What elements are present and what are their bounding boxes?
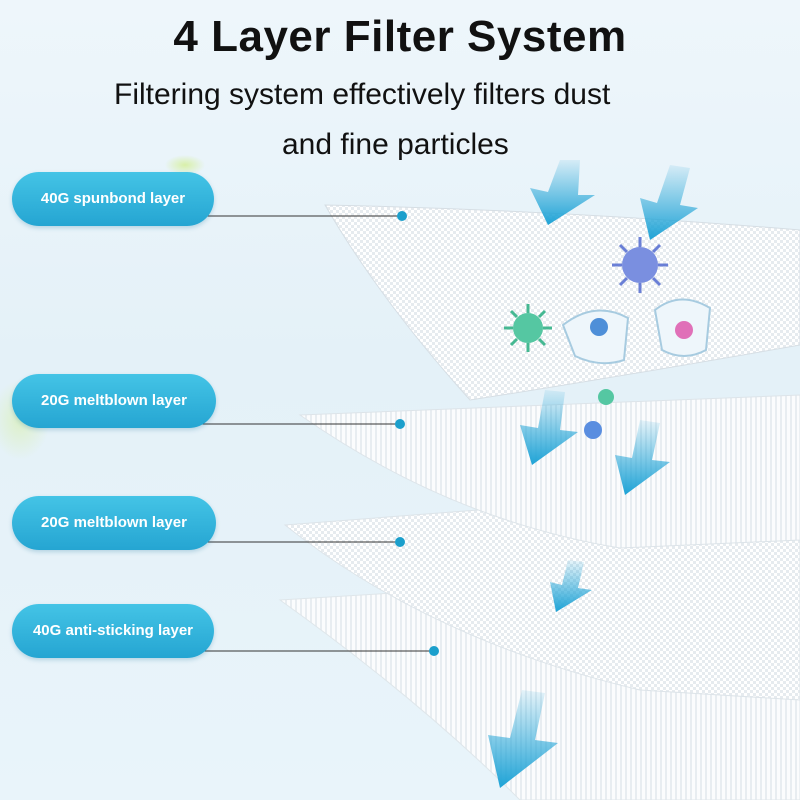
connector-dot <box>395 537 405 547</box>
virus-icon <box>584 421 602 439</box>
connector-dot <box>395 419 405 429</box>
leaf-decoration <box>165 155 205 175</box>
shield-icon <box>561 309 630 365</box>
layer-sheet-2 <box>298 394 800 549</box>
airflow-arrow-icon <box>530 160 595 225</box>
airflow-arrow-icon <box>550 560 592 612</box>
layer-sheet-1 <box>324 204 800 401</box>
page-title: 4 Layer Filter System <box>173 12 627 61</box>
virus-icon <box>598 389 614 405</box>
airflow-arrow-icon <box>615 420 670 495</box>
airflow-arrow-icon <box>640 165 698 240</box>
connector-dot <box>397 211 407 221</box>
subtitle-line-2: and fine particles <box>282 128 509 161</box>
connector-dot <box>429 646 439 656</box>
airflow-arrow-icon <box>488 690 558 788</box>
layer-label-anti-sticking: 40G anti-sticking layer <box>12 604 214 658</box>
layer-label-spunbond: 40G spunbond layer <box>12 172 214 226</box>
subtitle-line-1: Filtering system effectively filters dus… <box>114 78 611 111</box>
airflow-arrow-icon <box>520 390 578 465</box>
layer-label-meltblown-2: 20G meltblown layer <box>12 496 216 550</box>
layer-label-meltblown-1: 20G meltblown layer <box>12 374 216 428</box>
virus-icon <box>612 237 668 293</box>
virus-icon <box>504 304 552 352</box>
virus-icon <box>590 318 608 336</box>
virus-icon <box>675 321 693 339</box>
